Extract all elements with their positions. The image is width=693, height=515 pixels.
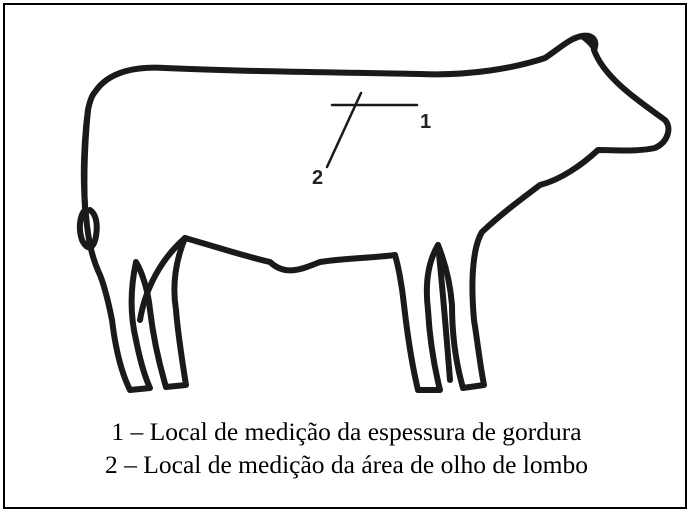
cow-outline (84, 36, 669, 390)
marker-label-2: 2 (312, 167, 323, 189)
legend-item-fat-thickness: 1 – Local de medição da espessura de gor… (0, 415, 693, 448)
legend-item-loin-eye-area: 2 – Local de medição da área de olho de … (0, 448, 693, 481)
marker-label-1: 1 (420, 111, 431, 133)
figure-legend: 1 – Local de medição da espessura de gor… (0, 415, 693, 481)
